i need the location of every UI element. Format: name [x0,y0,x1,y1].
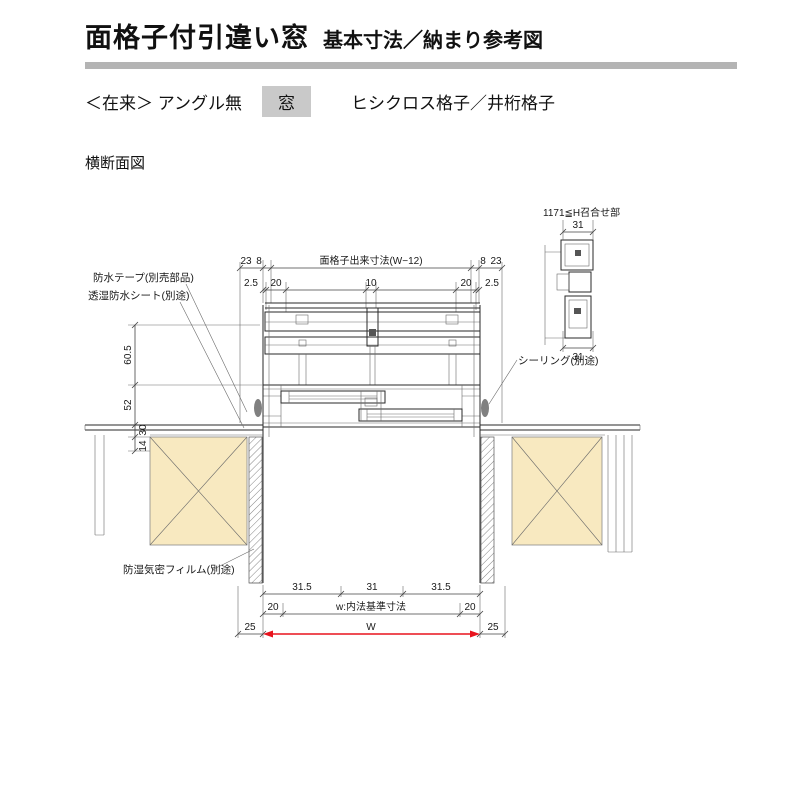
dim-31-5-right: 31.5 [431,582,451,593]
dim-10-center: 10 [365,278,377,289]
spec-highlight-window: 窓 [262,86,312,117]
dim-25-right: 25 [487,622,499,633]
spec-type-label: ＜在来＞ アングル無 [85,94,243,113]
dim-inner-standard-width: w:内法基準寸法 [335,600,406,613]
lattice-supports [298,346,457,385]
detail-dim-31-bottom: 31 [572,352,584,363]
dim-W-red-arrow-left [263,630,273,638]
meeting-stile-lines [360,391,382,421]
detail-profile-rect [556,273,570,291]
label-moisture-film: 防湿気密フィルム(別途) [123,563,235,576]
furring-strip-left [248,436,263,584]
left-dimensions: 60.5 52 30 14 [123,321,263,455]
dim-20-bottom-right: 20 [464,602,476,613]
spec-subheader: ＜在来＞ アングル無 窓 ヒシクロス格子／井桁格子 [85,86,555,117]
furring-strip-right [480,436,495,584]
detail-extension-lines [562,220,594,352]
meeting-stile-interlock [364,397,378,407]
detail-profile-rect [568,299,588,329]
detail-fastener [574,308,581,314]
opening-inner-lines [268,305,475,437]
detail-wall-line [544,245,565,345]
lattice-clip [448,339,457,347]
title-underline-rule [85,62,737,69]
detail-profile-rect [564,243,590,267]
wood-frame-right-cross [511,436,603,546]
dim-2-5-left: 2.5 [244,278,258,289]
meeting-stile-detail: 1171≦H召合せ部 31 31 [543,206,620,363]
detail-profile-rect [564,295,592,339]
bottom-extension-lines [237,585,506,638]
detail-profile-rect [560,239,594,271]
wood-frame-left-cross [149,436,248,546]
lattice-clip [298,339,307,347]
sash-exterior-glass [288,391,378,403]
dim-30: 30 [138,424,149,436]
leader-lines [179,283,518,570]
top-dim-ticks [236,264,506,294]
detail-dim-31-top: 31 [572,220,584,231]
dim-20-left: 20 [270,278,282,289]
title-sub: 基本寸法／納まり参考図 [323,30,543,52]
lattice-clip [295,314,309,325]
lattice-inner-lines [265,321,480,346]
dim-20-right: 20 [460,278,472,289]
detail-dim-ticks [559,228,597,352]
bottom-dim-lines [238,593,505,635]
opening-edge-lines [262,305,481,583]
dim-25-left: 25 [244,622,256,633]
top-dim-lines [240,267,502,291]
detail-profile-rect [568,271,592,293]
face-lattice [264,302,481,385]
wall-construction [84,424,641,584]
dim-8-left: 8 [256,256,262,267]
wall-right-studs [607,435,633,553]
sash-exterior [280,390,386,404]
left-extension-lines [128,324,263,452]
dim-2-5-right: 2.5 [485,278,499,289]
lattice-clip [445,314,459,325]
dim-14: 14 [138,440,149,452]
frame-inner-lines [263,385,480,427]
lattice-center-bolt [369,329,376,336]
dim-20-bottom-left: 20 [267,602,279,613]
top-dimensions: 23 8 面格子出来寸法(W−12) 8 23 2.5 20 10 20 2.5 [236,254,506,423]
title-main: 面格子付引違い窓 [85,23,309,53]
dim-31-5-left: 31.5 [292,582,312,593]
dim-W-label: W [366,622,376,633]
page-header: 面格子付引違い窓 基本寸法／納まり参考図 [85,16,737,69]
wall-secondary-lines [84,425,641,436]
label-breathable-sheet: 透湿防水シート(別途) [88,289,190,302]
lattice-center-bracket [366,307,379,347]
wall-left-studs [94,435,105,536]
detail-fastener [575,250,581,256]
wall-face-lines [85,424,640,431]
annotation-labels: 防水テープ(別売部品) 透湿防水シート(別途) シーリング(別途) 防湿気密フィ… [88,271,599,576]
sealing-left [254,399,262,417]
dim-23-left: 23 [240,256,252,267]
sealing-right [481,399,489,417]
section-label-cross-section: 横断面図 [85,155,146,172]
dim-W-red-arrow-right [470,630,480,638]
lattice-top-lines [265,302,480,309]
dim-52: 52 [123,399,134,411]
label-sealing: シーリング(別途) [518,354,599,367]
left-dim-ticks [131,321,139,455]
sash-interior [358,408,463,422]
dim-lattice-width: 面格子出来寸法(W−12) [319,254,422,267]
dim-8-right: 8 [480,256,486,267]
dim-60-5: 60.5 [123,345,134,365]
detail-title: 1171≦H召合せ部 [543,206,620,219]
top-extension-lines [239,260,503,423]
bottom-dimensions: 31.5 31 31.5 20 w:内法基準寸法 20 25 W 25 [234,582,509,638]
window-frame-sashes [254,305,489,583]
spec-lattice-label: ヒシクロス格子／井桁格子 [351,94,556,113]
detail-dim-lines [563,231,593,349]
sash-interior-glass [366,409,455,421]
dim-23-right: 23 [490,256,502,267]
page-title: 面格子付引違い窓 基本寸法／納まり参考図 [85,16,737,55]
dim-31-center: 31 [366,582,378,593]
label-waterproof-tape: 防水テープ(別売部品) [93,271,194,284]
